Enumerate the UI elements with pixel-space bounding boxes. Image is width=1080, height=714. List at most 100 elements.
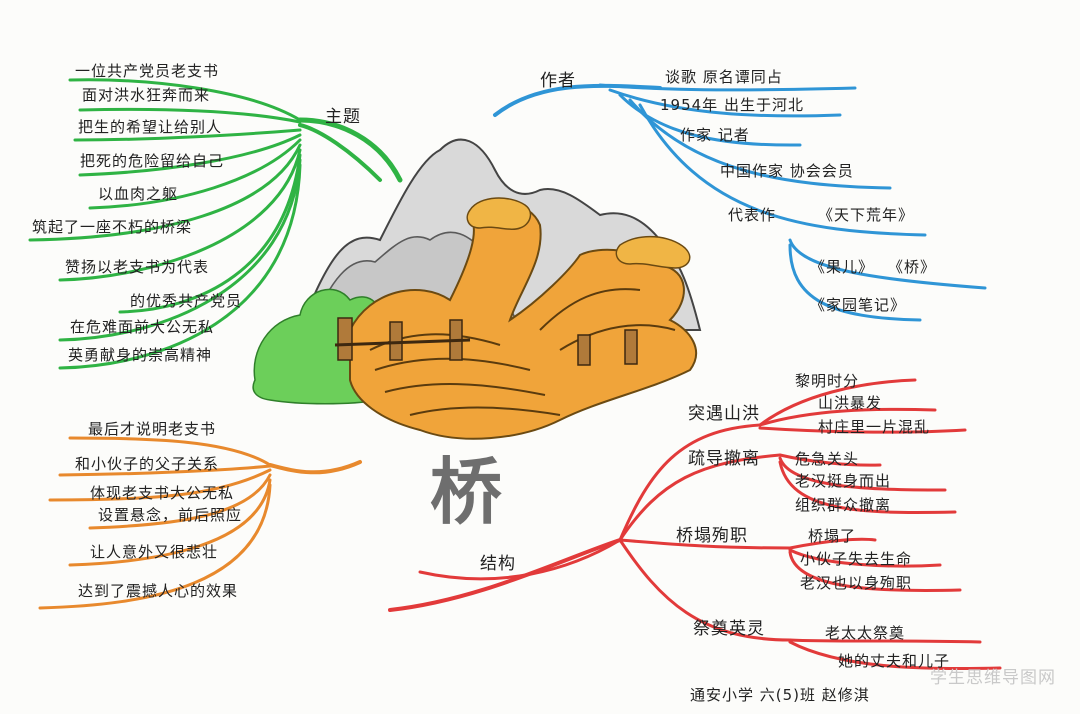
structure-item: 危急关头 [795,450,860,468]
author-item: 1954年 出生于河北 [660,96,804,114]
structure-sub-line [618,538,792,550]
wave-line-icon [374,357,531,371]
central-title: 桥 [430,449,503,534]
structure-item: 村庄里一片混乱 [818,418,931,436]
structure-sub-label: 突遇山洪 [688,404,760,424]
writing-branch-line [88,473,272,530]
theme-branch-line [78,133,302,177]
theme-branch-line [58,158,302,342]
theme-item: 在危难面前大公无私 [70,318,215,336]
writing-item: 体现老支书大公无私 [90,484,235,502]
wave-line-icon [384,383,546,396]
structure-branch-label: 结构 [480,554,516,574]
theme-item: 把生的希望让给别人 [78,118,223,136]
writing-trunk-line [268,460,362,475]
wave-line-icon [539,288,641,331]
theme-item: 筑起了一座不朽的桥梁 [32,218,193,236]
author-item: 中国作家 协会会员 [720,162,854,180]
writing-item: 和小伙子的父子关系 [75,455,220,473]
theme-trunk-line [298,123,382,182]
author-branch-line [608,88,842,118]
theme-item: 的优秀共产党员 [130,292,243,310]
author-item: 《天下荒年》 [818,206,915,224]
writing-item: 让人意外又很悲壮 [90,543,219,561]
writing-item: 最后才说明老支书 [88,420,217,438]
structure-trunk-line [418,538,622,581]
structure-sub-line [618,538,792,642]
theme-branch-line [58,163,302,370]
structure-item: 桥塌了 [808,527,857,545]
structure-item: 组织群众撤离 [795,496,892,514]
structure-leaf-line [788,537,877,550]
structure-sub-label: 祭奠英灵 [693,619,765,639]
structure-leaf-line [778,453,882,467]
author-branch-line [638,103,927,237]
theme-branch-label: 主题 [325,107,361,127]
structure-leaf-line [758,426,967,434]
theme-branch-line [58,148,302,282]
watermark-text: 学生思维导图网 [930,668,1056,688]
author-item: 谈歌 原名谭同占 [665,68,783,86]
structure-sub-label: 桥塌殉职 [676,526,748,546]
structure-leaf-line [758,378,917,427]
structure-sub-line [618,453,782,542]
author-branch-line [788,238,987,290]
wave-line-icon [409,406,561,416]
theme-item: 把死的危险留给自己 [80,152,225,170]
bridge-post-icon [337,317,353,361]
author-branch-label: 作者 [540,71,576,91]
writing-item: 设置悬念，前后照应 [98,506,243,524]
wave-top-right-icon [615,235,691,269]
theme-item: 以血肉之躯 [98,185,179,203]
writing-branch-line [68,478,272,567]
structure-item: 老汉挺身而出 [795,472,892,490]
author-trunk-line [493,83,662,117]
theme-item: 面对洪水狂奔而来 [82,86,211,104]
author-branch-line [788,243,922,322]
structure-leaf-line [788,638,982,644]
author-item: 《果儿》 [810,258,875,276]
theme-item: 英勇献身的崇高精神 [68,346,213,364]
writing-branch-line [38,483,272,610]
structure-item: 黎明时分 [795,372,860,390]
wave-top-left-icon [466,197,532,231]
structure-item: 老太太祭奠 [825,624,906,642]
writing-branch-line [68,436,272,467]
structure-item: 她的丈夫和儿子 [838,652,951,670]
author-item: 《桥》 [888,258,937,276]
structure-item: 山洪暴发 [818,394,883,412]
branch-lines [28,78,1002,671]
structure-leaf-line [788,640,1002,671]
author-item: 《家园笔记》 [810,296,907,314]
theme-branch-line [88,138,302,210]
flood-bridge-illustration [252,138,702,440]
structure-sub-line [618,423,762,542]
bridge-deck-icon [334,338,471,347]
writing-item: 达到了震撼人心的效果 [78,582,239,600]
bridge-post-icon [389,321,403,361]
theme-branch-line [118,153,302,314]
theme-trunk-line [297,117,403,183]
bridge-post-icon [624,329,638,365]
theme-item: 赞扬以老支书为代表 [65,258,210,276]
author-branch-line [598,83,857,92]
theme-branch-line [68,78,302,122]
writing-branch-line [58,464,272,477]
signature-text: 通安小学 六(5)班 赵修淇 [690,686,870,704]
writing-branch-line [48,468,272,502]
author-branch-line [628,98,892,190]
structure-leaf-line [788,550,962,593]
structure-item: 小伙子失去生命 [800,550,913,568]
structure-leaf-line [778,460,957,514]
structure-sub-label: 疏导撤离 [688,449,760,469]
author-item: 作家 记者 [680,126,750,144]
structure-leaf-line [758,407,937,427]
wave-line-icon [559,324,676,351]
bridge-post-icon [577,334,591,366]
structure-trunk-line [388,538,622,612]
structure-leaf-line [778,456,947,492]
theme-item: 一位共产党员老支书 [75,62,220,80]
structure-item: 老汉也以身殉职 [800,574,913,592]
theme-branch-line [73,128,302,142]
